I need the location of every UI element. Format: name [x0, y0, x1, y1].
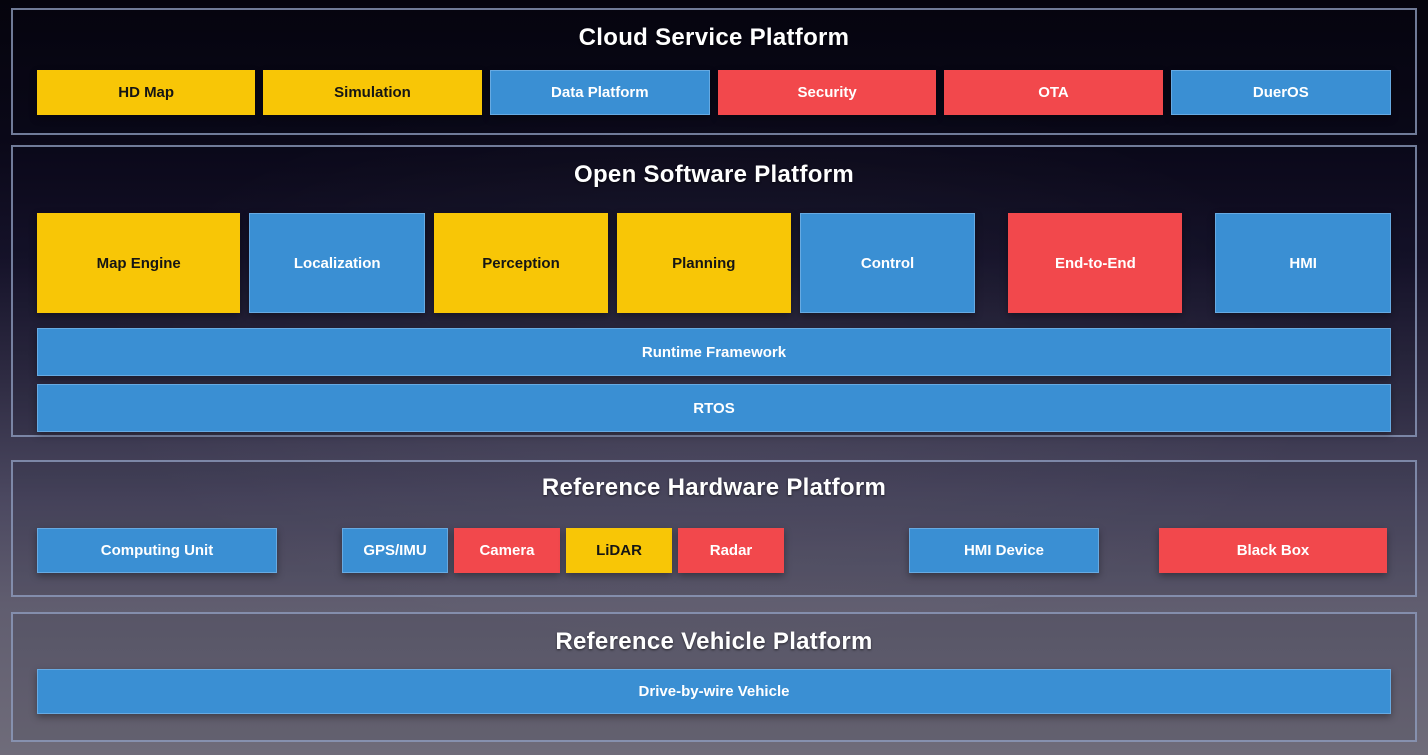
box-security: Security	[717, 70, 937, 115]
bar-rtos: RTOS	[37, 384, 1391, 432]
box-camera: Camera	[454, 528, 560, 573]
bar-drive-by-wire-vehicle: Drive-by-wire Vehicle	[37, 669, 1391, 714]
hardware-row: Computing Unit GPS/IMU Camera LiDAR Rada…	[37, 528, 1391, 573]
box-planning: Planning	[616, 213, 791, 313]
box-control: Control	[799, 213, 976, 313]
box-localization: Localization	[249, 213, 426, 313]
box-hmi-device: HMI Device	[909, 528, 1099, 573]
box-perception: Perception	[434, 213, 608, 313]
box-ota: OTA	[944, 70, 1163, 115]
vehicle-row: Drive-by-wire Vehicle	[37, 669, 1391, 714]
box-radar: Radar	[678, 528, 784, 573]
panel-reference-vehicle-platform: Reference Vehicle Platform Drive-by-wire…	[11, 612, 1417, 742]
box-data-platform: Data Platform	[489, 70, 710, 115]
sensor-group: GPS/IMU Camera LiDAR Radar	[342, 528, 784, 573]
box-hmi: HMI	[1215, 213, 1392, 313]
panel-title-reference-vehicle: Reference Vehicle Platform	[555, 628, 873, 655]
panel-open-software-platform: Open Software Platform Map Engine Locali…	[11, 145, 1417, 437]
box-dueros: DuerOS	[1170, 70, 1391, 115]
box-lidar: LiDAR	[566, 528, 672, 573]
panel-cloud-service-platform: Cloud Service Platform HD Map Simulation…	[11, 8, 1417, 135]
box-simulation: Simulation	[263, 70, 482, 115]
box-black-box: Black Box	[1159, 528, 1387, 573]
software-modules-row: Map Engine Localization Perception Plann…	[37, 213, 1392, 313]
panel-reference-hardware-platform: Reference Hardware Platform Computing Un…	[11, 460, 1417, 597]
box-hd-map: HD Map	[37, 70, 256, 115]
box-end-to-end: End-to-End	[1008, 213, 1183, 313]
box-computing-unit: Computing Unit	[37, 528, 277, 573]
panel-title-cloud-service: Cloud Service Platform	[578, 24, 850, 51]
software-bars: Runtime Framework RTOS	[37, 328, 1391, 432]
box-map-engine: Map Engine	[37, 213, 241, 313]
panel-title-open-software: Open Software Platform	[574, 161, 854, 188]
cloud-services-row: HD Map Simulation Data Platform Security…	[37, 70, 1391, 115]
panel-title-reference-hardware: Reference Hardware Platform	[541, 474, 887, 501]
bar-runtime-framework: Runtime Framework	[37, 328, 1391, 376]
box-gps-imu: GPS/IMU	[342, 528, 448, 573]
